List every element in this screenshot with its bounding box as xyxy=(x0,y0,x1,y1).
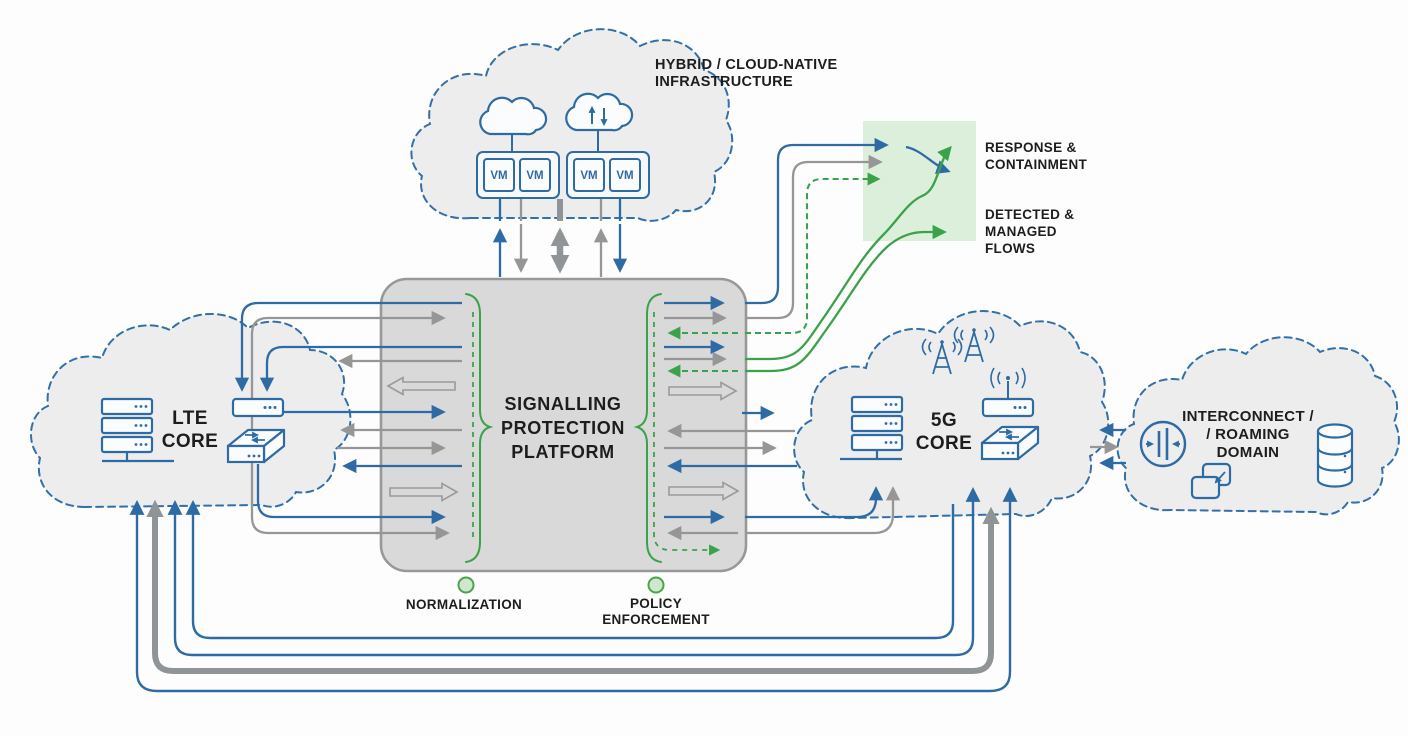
interconnect-label-line2: / ROAMING xyxy=(1206,426,1290,443)
response-containment-panel xyxy=(863,121,976,241)
cell-tower-icon xyxy=(921,338,963,375)
hybrid-cloud-contents: VM VM VM VM xyxy=(476,92,650,199)
svg-text:VM: VM xyxy=(580,170,597,182)
platform-cloud-flows xyxy=(492,199,628,277)
detected-label-line3: FLOWS xyxy=(985,241,1035,256)
vm-icon: VM xyxy=(519,158,551,192)
normalization-brace xyxy=(465,293,494,563)
cloud-sync-icon xyxy=(565,92,634,132)
lte-core-label-line2: CORE xyxy=(162,431,219,452)
svg-text:VM: VM xyxy=(490,170,507,182)
cell-tower-icon xyxy=(953,326,995,363)
gateway-icon xyxy=(1139,420,1187,468)
detected-label-line2: MANAGED xyxy=(985,224,1057,239)
server-stack-icon xyxy=(840,395,904,461)
lte-core-label-line1: LTE xyxy=(172,408,208,429)
vm-icon: VM xyxy=(483,158,515,192)
router-icon xyxy=(231,397,285,418)
database-icon xyxy=(1316,423,1354,488)
lte-cloud-contents: LTE CORE xyxy=(100,397,286,464)
response-label-line2: CONTAINMENT xyxy=(985,157,1087,172)
hollow-arrow-left-in xyxy=(389,482,459,502)
response-label-line1: RESPONSE & xyxy=(985,140,1077,155)
hollow-arrow-right-out xyxy=(668,381,738,401)
access-point-icon xyxy=(981,367,1035,418)
interconnect-cloud-contents: INTERCONNECT / / ROAMING DOMAIN xyxy=(1139,408,1354,500)
policy-label-line1: POLICY xyxy=(630,596,682,611)
platform-5g-flows xyxy=(664,295,901,541)
hollow-arrow-left-out xyxy=(386,376,456,396)
detected-label-line1: DETECTED & xyxy=(985,207,1074,222)
normalization-point xyxy=(457,576,475,594)
policy-brace xyxy=(633,293,721,563)
policy-label-line2: ENFORCEMENT xyxy=(602,612,710,627)
switch-icon xyxy=(226,428,286,464)
server-stack-icon xyxy=(100,397,174,463)
switch-icon xyxy=(980,425,1040,461)
annotations: HYBRID / CLOUD-NATIVE INFRASTRUCTURE RES… xyxy=(406,57,1087,627)
platform-title-line2: PROTECTION xyxy=(501,418,625,438)
5g-core-label-line1: 5G xyxy=(931,410,957,431)
platform-title-line1: SIGNALLING xyxy=(505,394,622,414)
hybrid-label-line1: HYBRID / CLOUD-NATIVE xyxy=(655,57,837,73)
signalling-protection-platform: SIGNALLING PROTECTION PLATFORM xyxy=(379,277,748,573)
hollow-arrow-right-in xyxy=(668,481,740,501)
cloud-icon xyxy=(479,96,548,136)
interconnect-flows xyxy=(1090,422,1126,471)
svg-text:VM: VM xyxy=(616,170,633,182)
5g-core-cloud xyxy=(793,310,1110,520)
5g-core-label-line2: CORE xyxy=(916,433,973,454)
svg-text:VM: VM xyxy=(526,170,543,182)
lte-platform-flows xyxy=(234,301,462,541)
vm-icon: VM xyxy=(573,158,605,192)
bypass-loop-flows xyxy=(129,487,1018,693)
interconnect-label-line1: INTERCONNECT / xyxy=(1182,408,1314,425)
policy-enforcement-point xyxy=(647,576,665,594)
interconnect-label-line3: DOMAIN xyxy=(1217,444,1280,461)
document-exchange-icon xyxy=(1190,462,1232,500)
vm-icon: VM xyxy=(609,158,641,192)
platform-title-line3: PLATFORM xyxy=(511,442,614,462)
response-flows xyxy=(745,137,952,373)
hybrid-label-line2: INFRASTRUCTURE xyxy=(655,74,793,90)
normalization-label: NORMALIZATION xyxy=(406,597,522,612)
5g-cloud-contents: 5G CORE xyxy=(840,326,1040,461)
